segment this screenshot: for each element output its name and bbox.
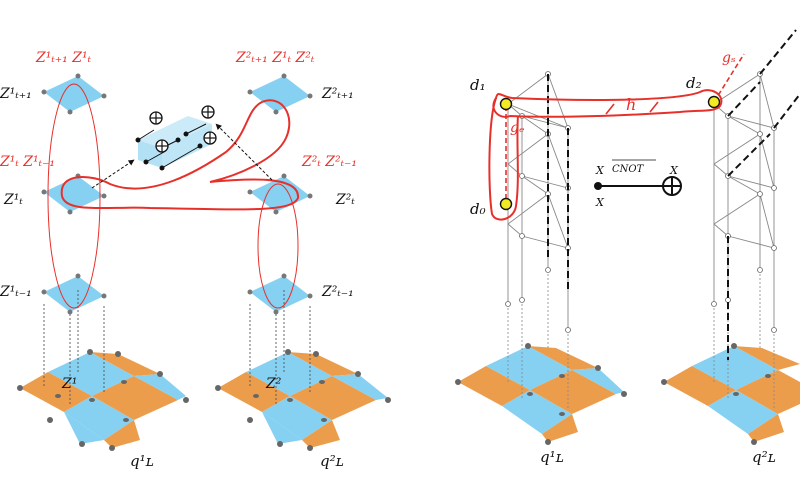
label-q2: q²ʟ [320,452,344,470]
label-x-right: X [669,164,679,177]
right-panel: d₁ d₂ d₀ h gₑ gₛ X X X CNOT q¹ʟ q²ʟ [455,29,800,466]
detector-ellipse-q1 [47,83,101,309]
label-z2-t: Z²ₜ [335,192,355,208]
plaquette [90,352,160,376]
plaquette [104,420,140,448]
projection-lines [43,290,311,404]
plaquette [20,372,92,412]
label-z2-tm1: Z²ₜ₋₁ [321,284,354,300]
label-h: h [626,95,636,114]
plaquette [64,396,134,440]
lattice-right-q1 [455,343,627,445]
label-gs: gₛ [722,50,736,66]
projection-lines-right-q1 [507,270,569,410]
plaquette [218,372,290,412]
boundary-h-outline [492,89,723,118]
label-z1-t1-z1-t: Z¹ₜ₊₁ Z¹ₜ [35,50,92,66]
label-ge: gₑ [510,120,524,136]
time-plaquettes-q1 [41,73,107,315]
plaquette [262,412,302,444]
plaquette-z1-t1 [44,76,104,112]
plaquette [48,352,134,396]
node-d2 [707,95,721,109]
plaquette [64,412,104,444]
plaquette-z1-t [44,176,104,212]
gs-edge [713,53,745,103]
lattice-nodes-q1 [505,71,571,333]
plaquette [246,352,332,396]
plaquette [134,374,186,400]
arrow-to-cube-right [215,123,273,181]
label-z2-t1: Z²ₜ₊₁ [321,86,354,102]
merged-region-outline [60,99,300,211]
plaquette [302,420,340,448]
label-z1-t: Z¹ₜ [3,192,23,208]
label-cnot: CNOT [612,164,645,175]
cnot-symbol [594,159,682,196]
plaquette-z1-tm1 [44,276,104,312]
lattice-q1 [17,349,189,451]
lattice-q2 [215,349,391,451]
label-d0: d₀ [470,200,486,218]
label-d1: d₁ [470,76,486,94]
left-panel: Z¹ₜ₊₁ Z¹ₜ Z²ₜ₊₁ Z¹ₜ Z²ₜ Z¹ₜ Z¹ₜ₋₁ Z²ₜ Z²… [0,50,391,470]
label-d2: d₂ [686,74,702,92]
label-z1-t1: Z¹ₜ₊₁ [0,86,32,102]
label-q1: q¹ʟ [130,452,154,470]
label-q2-right: q²ʟ [752,448,776,466]
label-x-bottom: X [595,196,605,209]
plaquette [288,352,358,376]
node-d1 [499,97,513,111]
h-edge-ticks [605,101,659,115]
plaquette [262,396,332,440]
cnot-cube [135,105,217,171]
detector-ellipse-q2 [257,183,299,309]
label-x-top: X [595,164,605,177]
node-d0 [499,197,513,211]
plaquette [332,374,388,400]
data-qubit-nodes [499,95,721,211]
plaquette-z2-t1 [250,76,310,112]
dashed-diagonals-q2 [727,29,800,360]
label-base-z2: Z² [265,376,282,392]
arrow-to-cube-left [91,159,135,189]
plaquette-z2-t [250,176,310,212]
boundary-ge-outline [488,97,519,221]
time-lattice-q2 [713,73,775,330]
label-base-z1: Z¹ [61,376,77,392]
label-z1-t-z1-tm1: Z¹ₜ Z¹ₜ₋₁ [0,154,55,170]
label-z2-t1-z1-z2: Z²ₜ₊₁ Z¹ₜ Z²ₜ [235,50,315,66]
label-q1-right: q¹ʟ [540,448,564,466]
lattice-right-q2 [661,343,800,445]
plaquette-z2-tm1 [250,276,310,312]
label-z1-tm1: Z¹ₜ₋₁ [0,284,32,300]
plaquette [92,376,178,420]
plaquette [290,376,376,420]
label-z2-t-z2-tm1: Z²ₜ Z²ₜ₋₁ [301,154,357,170]
time-plaquettes-q2 [247,73,313,315]
